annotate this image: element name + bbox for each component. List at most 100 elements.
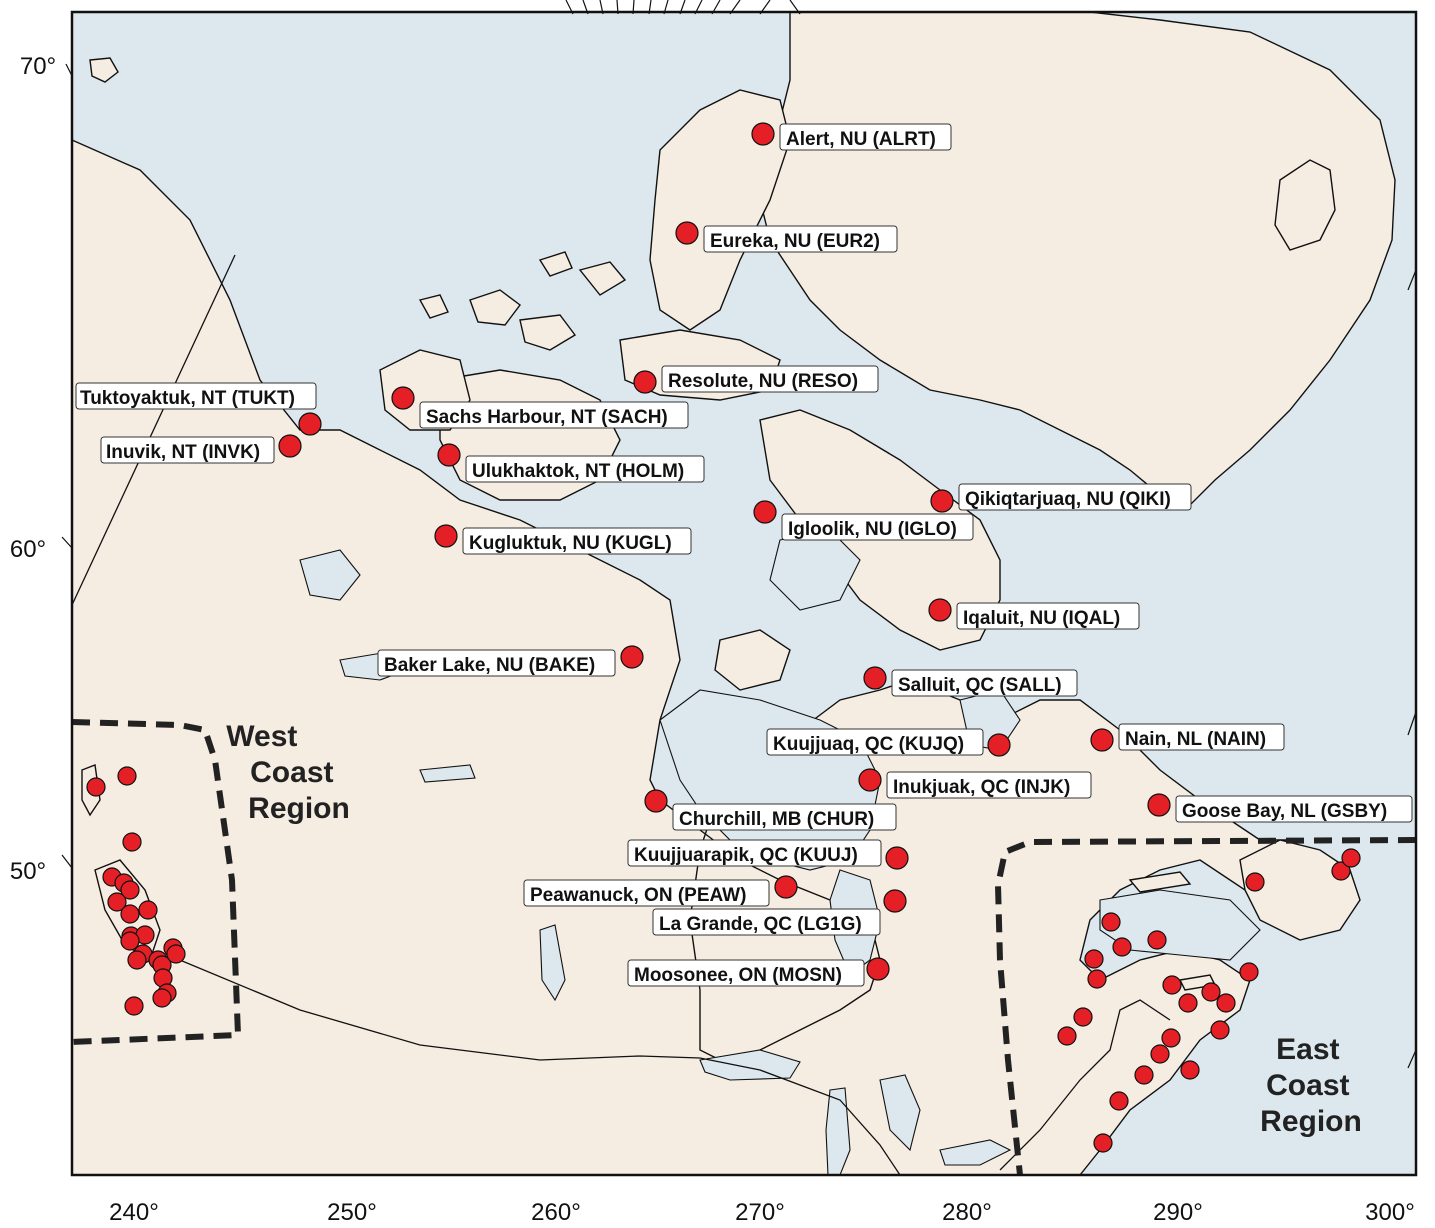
station-label: Kugluktuk, NU (KUGL)	[469, 533, 672, 554]
station-sach: Sachs Harbour, NT (SACH)	[391, 386, 689, 429]
us-canada-border-east	[999, 999, 1171, 1171]
station-iqal: Iqaluit, NU (IQAL)	[928, 598, 1140, 630]
alaska-yukon-border	[72, 254, 236, 606]
lon-tick-250: 250°	[327, 1199, 377, 1226]
longitude-axis: 240° 250° 260° 270° 280° 290° 300°	[109, 1199, 1415, 1226]
station-kugl: Kugluktuk, NU (KUGL)	[434, 524, 692, 555]
station-dot	[1109, 1091, 1129, 1111]
station-dot	[928, 598, 952, 622]
station-lg1g: La Grande, QC (LG1G)	[652, 889, 907, 936]
station-dot	[644, 789, 668, 813]
station-tukt: Tuktoyaktuk, NT (TUKT)	[75, 382, 322, 436]
southampton-island	[714, 629, 791, 691]
station-label: Kuujjuaq, QC (KUJQ)	[773, 734, 964, 755]
lon-tick-290: 290°	[1153, 1199, 1203, 1226]
lake-huron	[879, 1074, 921, 1152]
lon-tick-270: 270°	[735, 1199, 785, 1226]
lon-tick-280: 280°	[942, 1199, 992, 1226]
station-dot	[152, 988, 172, 1008]
station-label: Goose Bay, NL (GSBY)	[1182, 801, 1387, 822]
station-dot	[885, 846, 909, 870]
station-dot	[1178, 993, 1198, 1013]
station-dot	[620, 645, 644, 669]
station-dot	[1093, 1133, 1113, 1153]
gulf-st-lawrence	[1099, 889, 1261, 961]
station-dot	[278, 434, 302, 458]
station-dot	[1101, 912, 1121, 932]
lake-erie-ontario	[939, 1139, 1012, 1166]
map-frame	[70, 10, 1418, 1177]
station-label: Iqaluit, NU (IQAL)	[963, 608, 1120, 629]
station-sall: Salluit, QC (SALL)	[863, 666, 1078, 697]
station-label: La Grande, QC (LG1G)	[659, 914, 862, 935]
station-dot	[1112, 937, 1132, 957]
station-dot	[866, 957, 890, 981]
anticosti	[1128, 871, 1192, 893]
station-dot	[1147, 930, 1167, 950]
station-dot	[1150, 1044, 1170, 1064]
station-dot	[124, 996, 144, 1016]
ellesmere-island	[649, 89, 791, 331]
station-label: Kuujjuarapik, QC (KUUJ)	[634, 845, 858, 866]
borders	[72, 254, 1171, 1175]
station-dot	[1161, 1028, 1181, 1048]
small-island-2	[519, 314, 577, 351]
station-dot	[437, 443, 461, 467]
station-kujq: Kuujjuaq, QC (KUJQ)	[766, 728, 1011, 757]
east-coast-region-label: East Coast Region	[1260, 1033, 1362, 1138]
small-island-top-left	[89, 57, 119, 83]
small-island-3	[578, 261, 627, 296]
station-nain: Nain, NL (NAIN)	[1090, 723, 1285, 752]
station-dot	[1057, 1026, 1077, 1046]
west-coast-region-label: West Coast Region	[226, 720, 350, 825]
east-coast-region-outline	[994, 837, 1417, 1176]
station-dot	[751, 122, 775, 146]
lat-tick-70: 70°	[20, 53, 56, 80]
station-dot	[86, 777, 106, 797]
station-label: Eureka, NU (EUR2)	[710, 231, 880, 252]
station-dot	[633, 370, 657, 394]
station-dot	[883, 889, 907, 913]
station-dot	[1073, 1007, 1093, 1027]
unlabeled-stations	[86, 766, 1361, 1153]
lon-tick-300: 300°	[1365, 1199, 1415, 1226]
newfoundland	[1239, 839, 1361, 941]
station-label: Igloolik, NU (IGLO)	[788, 519, 957, 540]
station-dot	[1090, 728, 1114, 752]
station-dot	[107, 892, 127, 912]
station-dot	[120, 931, 140, 951]
station-peaw: Peawanuck, ON (PEAW)	[523, 875, 798, 907]
station-dot	[675, 221, 699, 245]
station-label: Alert, NU (ALRT)	[786, 129, 936, 150]
station-dot	[1134, 1065, 1154, 1085]
station-label: Inukjuak, QC (INJK)	[893, 777, 1070, 798]
station-dot	[138, 900, 158, 920]
station-label: Sachs Harbour, NT (SACH)	[426, 407, 668, 428]
station-dot	[1341, 848, 1361, 868]
lat-tick-50: 50°	[10, 858, 46, 885]
lat-tick-60: 60°	[10, 536, 46, 563]
lake-superior	[699, 1049, 801, 1081]
east-line-1: East	[1276, 1033, 1339, 1066]
station-dot	[1087, 969, 1107, 989]
station-dot	[1147, 793, 1171, 817]
station-label: Nain, NL (NAIN)	[1125, 729, 1266, 750]
station-dot	[391, 386, 415, 410]
station-dot	[166, 944, 186, 964]
station-dot	[117, 766, 137, 786]
station-dot	[1210, 1020, 1230, 1040]
station-qiki: Qikiqtarjuaq, NU (QIKI)	[930, 483, 1192, 513]
station-label: Moosonee, ON (MOSN)	[634, 965, 842, 986]
station-dot	[1239, 962, 1259, 982]
station-injk: Inukjuak, QC (INJK)	[858, 768, 1092, 799]
station-dot	[1162, 975, 1182, 995]
lon-tick-260: 260°	[531, 1199, 581, 1226]
station-label: Inuvik, NT (INVK)	[106, 442, 260, 463]
east-line-2: Coast	[1266, 1069, 1349, 1102]
small-island-5	[538, 251, 573, 277]
station-eur2: Eureka, NU (EUR2)	[675, 221, 898, 253]
small-island-4	[418, 294, 449, 319]
station-dot	[434, 524, 458, 548]
latitude-axis: 70° 60° 50°	[10, 53, 56, 885]
